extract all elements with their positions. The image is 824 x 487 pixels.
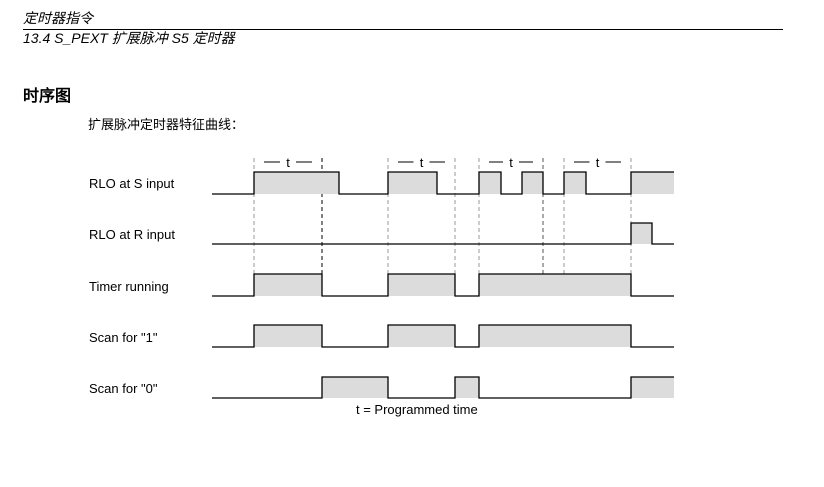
section-header: 13.4 S_PEXT 扩展脉冲 S5 定时器	[23, 30, 235, 46]
signal-waveform	[212, 171, 674, 195]
signal-waveform	[212, 273, 674, 297]
signal-pulse	[254, 172, 339, 194]
signal-pulse	[388, 274, 455, 296]
intro-text: 扩展脉冲定时器特征曲线：	[88, 118, 245, 133]
signal-label-scan-1: Scan for "1"	[89, 330, 158, 345]
signal-pulse	[254, 325, 322, 347]
signal-label-timer-running: Timer running	[89, 279, 169, 294]
signal-pulse	[388, 325, 455, 347]
signal-pulse	[631, 377, 674, 398]
diagram-caption: t = Programmed time	[356, 402, 478, 417]
signal-pulse	[522, 172, 543, 194]
signal-pulse	[631, 172, 674, 194]
signal-pulse	[455, 377, 479, 398]
signal-waveform	[212, 376, 674, 399]
signal-waveform	[212, 222, 674, 245]
t-marker-label: t	[596, 155, 600, 170]
signal-pulse	[388, 172, 437, 194]
signal-pulse	[479, 325, 631, 347]
signal-pulse	[322, 377, 388, 398]
signal-pulse	[631, 223, 652, 244]
t-marker-label: t	[509, 155, 513, 170]
signal-waveform	[212, 324, 674, 348]
t-marker-label: t	[420, 155, 424, 170]
chapter-header: 定时器指令	[23, 10, 93, 26]
t-marker-label: t	[286, 155, 290, 170]
signal-label-r-input: RLO at R input	[89, 227, 175, 242]
section-title: 时序图	[23, 86, 72, 105]
signal-pulse	[254, 274, 322, 296]
signal-label-s-input: RLO at S input	[89, 176, 175, 191]
header-rule	[23, 29, 783, 30]
signal-label-scan-0: Scan for "0"	[89, 381, 158, 396]
signal-pulse	[479, 274, 631, 296]
signal-pulse	[564, 172, 586, 194]
signal-pulse	[479, 172, 501, 194]
